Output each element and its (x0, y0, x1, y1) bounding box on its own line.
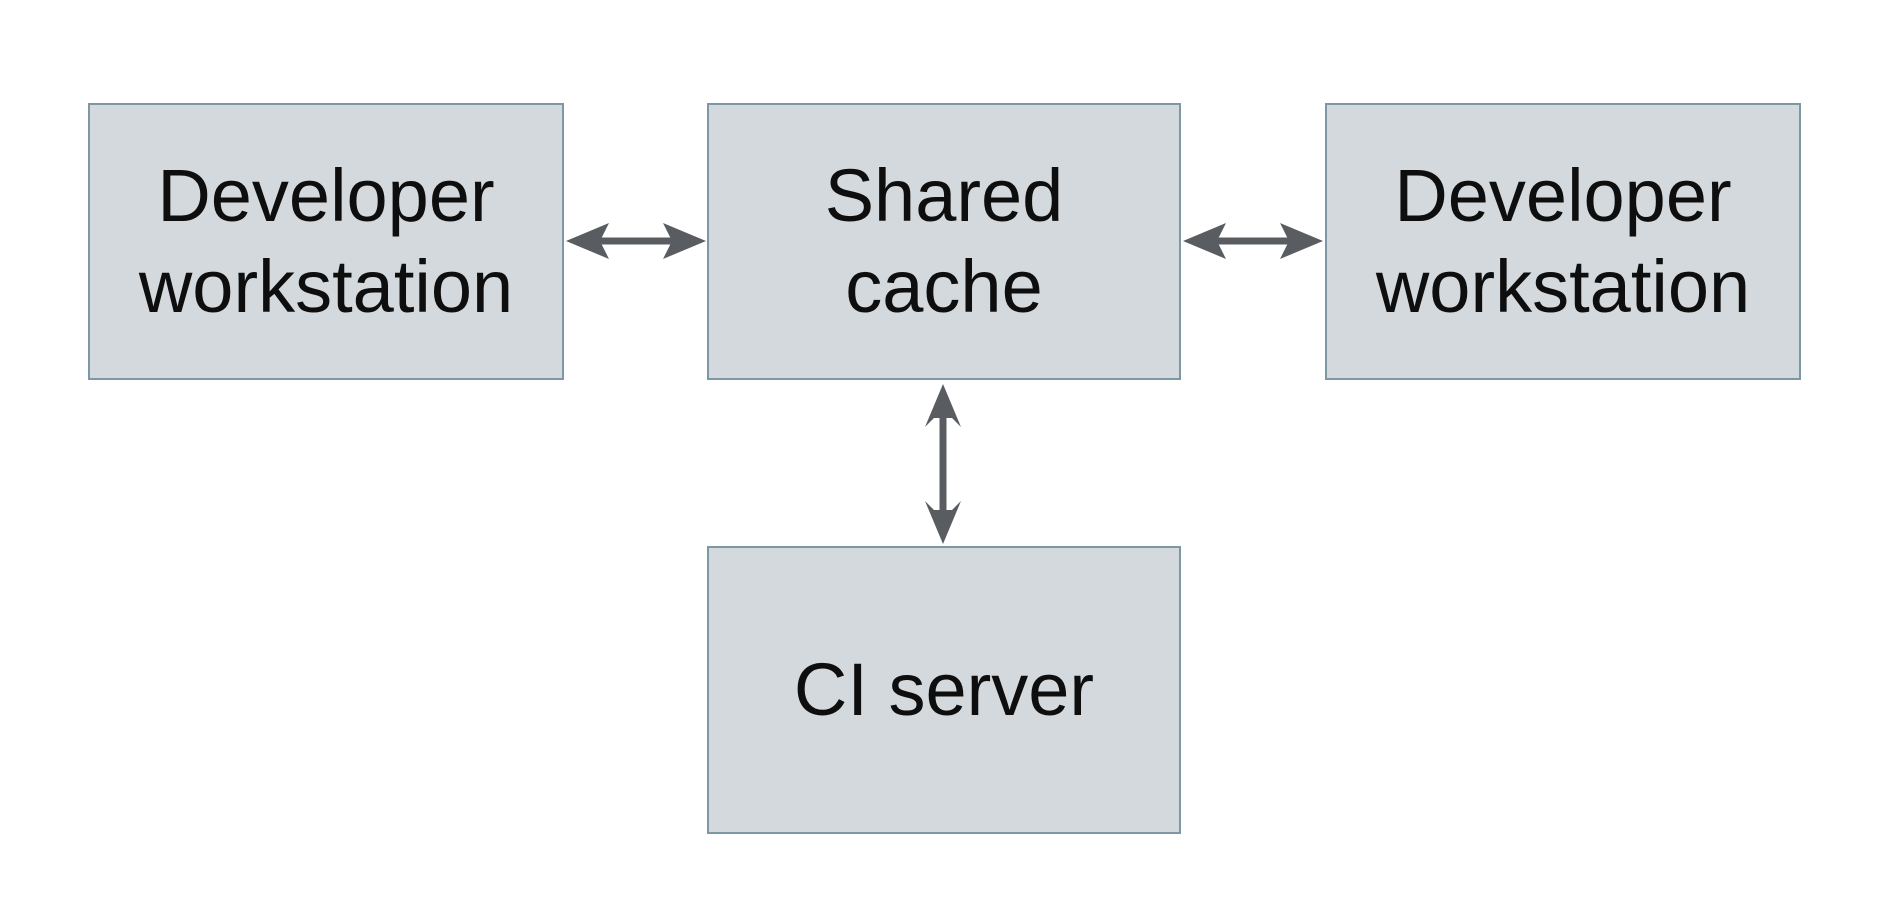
bidirectional-arrow-left-workstation-cache (566, 223, 706, 259)
node-shared-cache-label: Shared cache (824, 154, 1064, 328)
node-developer-workstation-right: Developer workstation (1325, 103, 1801, 380)
node-developer-workstation-left: Developer workstation (88, 103, 564, 380)
bidirectional-arrow-cache-ci-server (925, 384, 961, 544)
node-ci-server: CI server (707, 546, 1181, 834)
node-shared-cache: Shared cache (707, 103, 1181, 380)
node-developer-workstation-left-label: Developer workstation (138, 154, 514, 328)
node-ci-server-label: CI server (793, 647, 1095, 731)
bidirectional-arrow-cache-right-workstation (1183, 223, 1323, 259)
node-developer-workstation-right-label: Developer workstation (1375, 154, 1751, 328)
